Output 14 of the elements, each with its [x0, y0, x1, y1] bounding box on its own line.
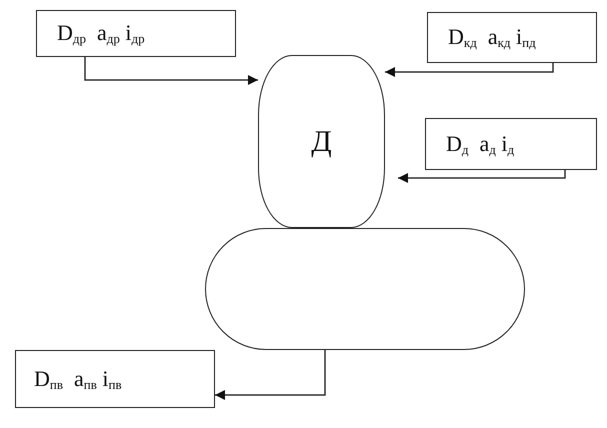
drum-label: Д: [311, 124, 332, 158]
drum-shape: [258, 55, 385, 228]
parameter-label: D$_{д}$ a$_{д}$ i$_{д}$: [446, 132, 514, 156]
parameter-label: D$_{др}$ a$_{др}$ i$_{др}$: [57, 22, 145, 45]
parameter-box: [427, 12, 597, 63]
parameter-label: D$_{кд}$ a$_{кд}$ i$_{пд}$: [448, 26, 536, 49]
parameter-box: [15, 350, 215, 408]
parameter-box: [36, 10, 236, 57]
arrow: [84, 57, 258, 85]
arrow: [398, 170, 566, 183]
parameter-box: [425, 118, 597, 170]
arrow: [385, 63, 554, 77]
arrow: [215, 350, 326, 400]
parameter-label: D$_{пв}$ a$_{пв}$ i$_{пв}$: [34, 368, 122, 390]
